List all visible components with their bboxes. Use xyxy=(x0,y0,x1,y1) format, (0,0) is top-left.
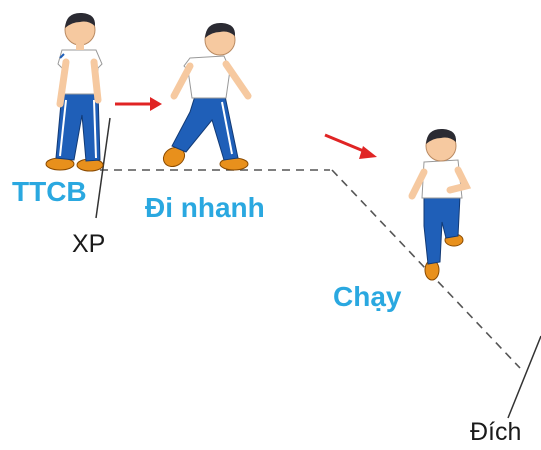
label-run: Chạy xyxy=(333,281,402,312)
finish-line xyxy=(507,335,541,419)
boy-standing-icon xyxy=(45,12,104,172)
label-finish: Đích xyxy=(470,418,522,446)
red-arrow-icon xyxy=(115,97,162,111)
start-line xyxy=(95,117,111,219)
label-walk-fast: Đi nhanh xyxy=(145,192,265,223)
label-start-xp: XP xyxy=(72,230,106,258)
label-ttcb: TTCB xyxy=(12,176,87,207)
dashed-route xyxy=(100,169,521,369)
boy-walking-icon xyxy=(162,22,252,171)
boy-running-icon xyxy=(408,128,472,281)
red-arrow-icon xyxy=(324,133,377,159)
